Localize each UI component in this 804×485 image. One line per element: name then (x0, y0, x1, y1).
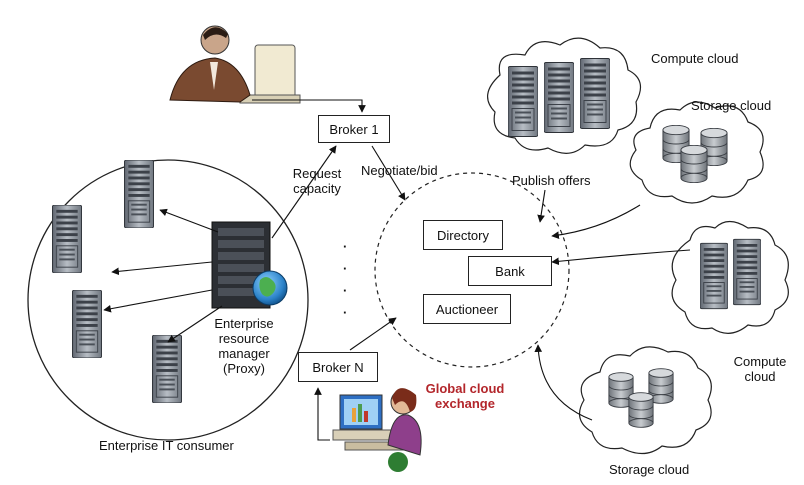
server-icon (508, 65, 538, 138)
server-icon (52, 205, 82, 273)
global-cloud-exchange-label: Global cloud exchange (410, 381, 520, 411)
compute-right-line-2: cloud (744, 369, 776, 384)
businessman-icon (169, 25, 301, 104)
server-icon (124, 160, 154, 228)
auctioneer-box: Auctioneer (423, 294, 511, 324)
request-line: Request (292, 166, 342, 181)
directory-label: Directory (436, 227, 489, 243)
compute-cloud-top-label: Compute cloud (651, 51, 739, 66)
enterprise-resource-manager-label: Enterprise resource manager (Proxy) (204, 316, 284, 376)
negotiate-bid-label: Negotiate/bid (361, 163, 438, 178)
globe-land (259, 277, 276, 297)
erm-line-3: manager (218, 346, 270, 361)
bank-label: Bank (495, 263, 525, 279)
broker-n-box: Broker N (298, 352, 378, 382)
broker-n-label: Broker N (312, 359, 364, 375)
compute-cloud-right-label: Compute cloud (728, 354, 792, 384)
user-at-computer-icon (332, 388, 422, 472)
enterprise-it-consumer-label: Enterprise IT consumer (99, 438, 234, 453)
connectors (103, 99, 691, 441)
server-icon (700, 242, 728, 310)
request-capacity-label: Request capacity (284, 166, 350, 196)
capacity-line: capacity (293, 181, 341, 196)
broker-1-label: Broker 1 (329, 121, 379, 137)
server-icon (72, 290, 102, 358)
server-icon (544, 61, 574, 134)
auctioneer-label: Auctioneer (435, 301, 499, 317)
exchange-boundary (374, 172, 570, 368)
erm-line-1: Enterprise (214, 316, 274, 331)
server-icon (152, 335, 182, 403)
disk-icon (680, 145, 708, 183)
publish-offers-label: Publish offers (512, 173, 591, 188)
enterprise-boundary (27, 159, 309, 441)
ellipsis-vertical: ···· (343, 239, 348, 320)
directory-box: Directory (423, 220, 503, 250)
compute-right-line-1: Compute (733, 354, 787, 369)
disk-icon (628, 392, 654, 428)
storage-cloud-top-label: Storage cloud (691, 98, 772, 113)
server-icon (580, 57, 610, 130)
erm-line-2: resource (218, 331, 270, 346)
storage-cloud-bottom-label: Storage cloud (609, 462, 690, 477)
erm-line-4: (Proxy) (223, 361, 265, 376)
exchange-line-1: Global cloud (425, 381, 505, 396)
server-icon (733, 238, 761, 306)
exchange-line-2: exchange (435, 396, 495, 411)
bank-box: Bank (468, 256, 552, 286)
broker-1-box: Broker 1 (318, 115, 390, 143)
compute-cloud-right-shape (671, 220, 789, 334)
